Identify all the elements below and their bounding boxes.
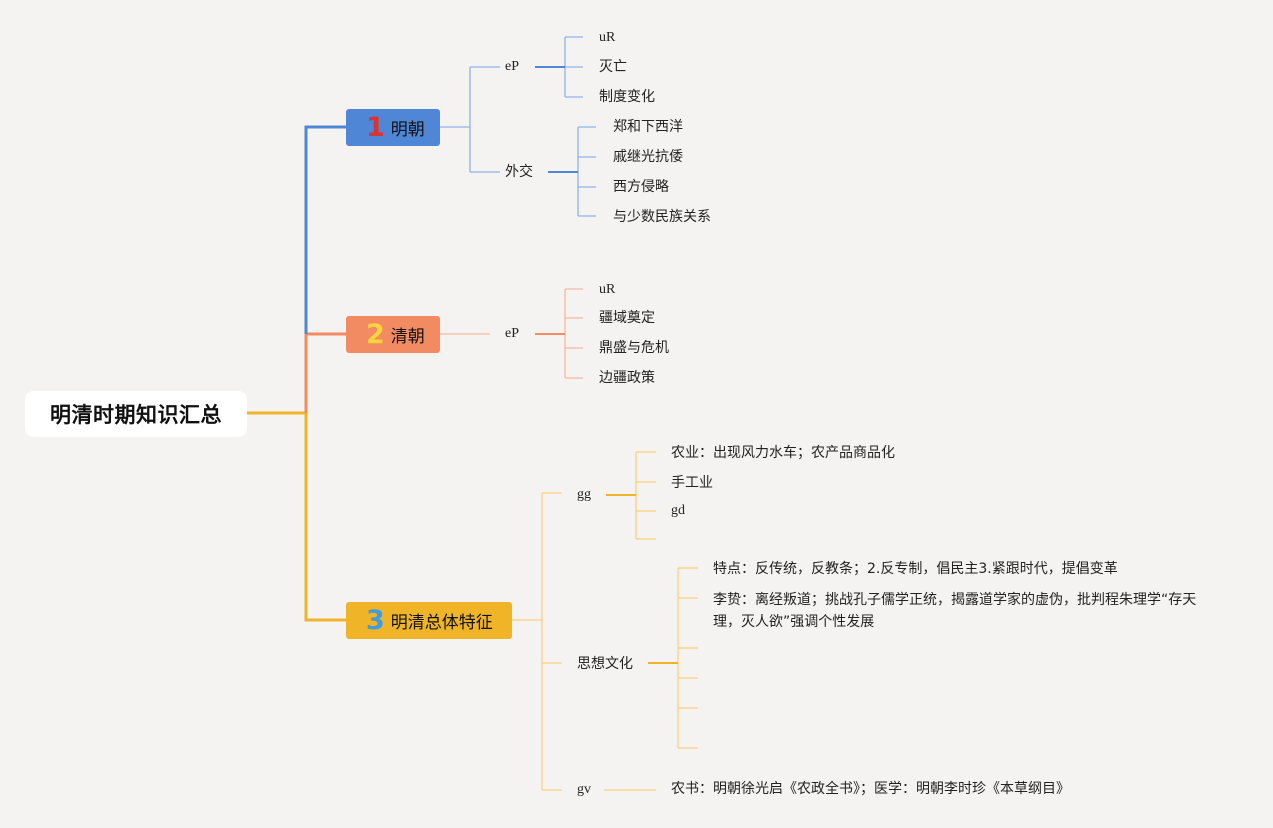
overall-science-item[interactable]: 农书：明朝徐光启《农政全书》；医学：明朝李时珍《本草纲目》	[671, 781, 1070, 797]
overall-thought-item[interactable]: 李贽：离经叛道；挑战孔子儒学正统，揭露道学家的虚伪，批判程朱理学“存天理，灭人欲…	[713, 592, 1197, 630]
ming-diplomacy-item[interactable]: 与少数民族关系	[613, 209, 711, 225]
branch-qing[interactable]: 2 清朝	[346, 316, 440, 353]
qing-politics-item[interactable]: 疆域奠定	[599, 310, 655, 326]
qing-politics-item[interactable]: 边疆政策	[599, 370, 655, 386]
ming-politics-topic[interactable]: eP	[505, 59, 519, 74]
overall-science-topic[interactable]: gv	[577, 782, 591, 797]
branch-number: 1	[366, 112, 385, 143]
qing-politics-item[interactable]: 鼎盛与危机	[599, 340, 669, 356]
overall-thought-topic[interactable]: 思想文化	[577, 656, 633, 672]
branch-number: 3	[366, 605, 385, 636]
overall-economy-item[interactable]: gd	[671, 503, 685, 518]
ming-politics-item[interactable]: uR	[599, 30, 616, 45]
branch-title: 清朝	[390, 327, 425, 347]
ming-politics-item[interactable]: 制度变化	[599, 89, 655, 105]
overall-thought-item[interactable]: 特点：反传统，反教条；2.反专制，倡民主3.紧跟时代，提倡变革	[713, 561, 1118, 577]
branch-title: 明朝	[390, 120, 425, 140]
overall-economy-item[interactable]: 农业：出现风力水车；农产品商品化	[671, 445, 895, 461]
root-topic[interactable]: 明清时期知识汇总	[25, 391, 247, 437]
branch-ming[interactable]: 1 明朝	[346, 109, 440, 146]
branch-title: 明清总体特征	[390, 613, 493, 633]
ming-politics-item[interactable]: 灭亡	[599, 59, 627, 75]
ming-diplomacy-item[interactable]: 戚继光抗倭	[613, 149, 683, 165]
branch-overall[interactable]: 3 明清总体特征	[346, 602, 512, 639]
qing-politics-item[interactable]: uR	[599, 282, 616, 297]
ming-diplomacy-item[interactable]: 郑和下西洋	[613, 119, 683, 135]
ming-diplomacy-item[interactable]: 西方侵略	[613, 179, 669, 195]
qing-politics-topic[interactable]: eP	[505, 326, 519, 341]
branch-number: 2	[366, 319, 385, 350]
ming-diplomacy-topic[interactable]: 外交	[505, 164, 533, 180]
overall-economy-topic[interactable]: gg	[577, 487, 591, 502]
overall-economy-item[interactable]: 手工业	[671, 475, 713, 491]
